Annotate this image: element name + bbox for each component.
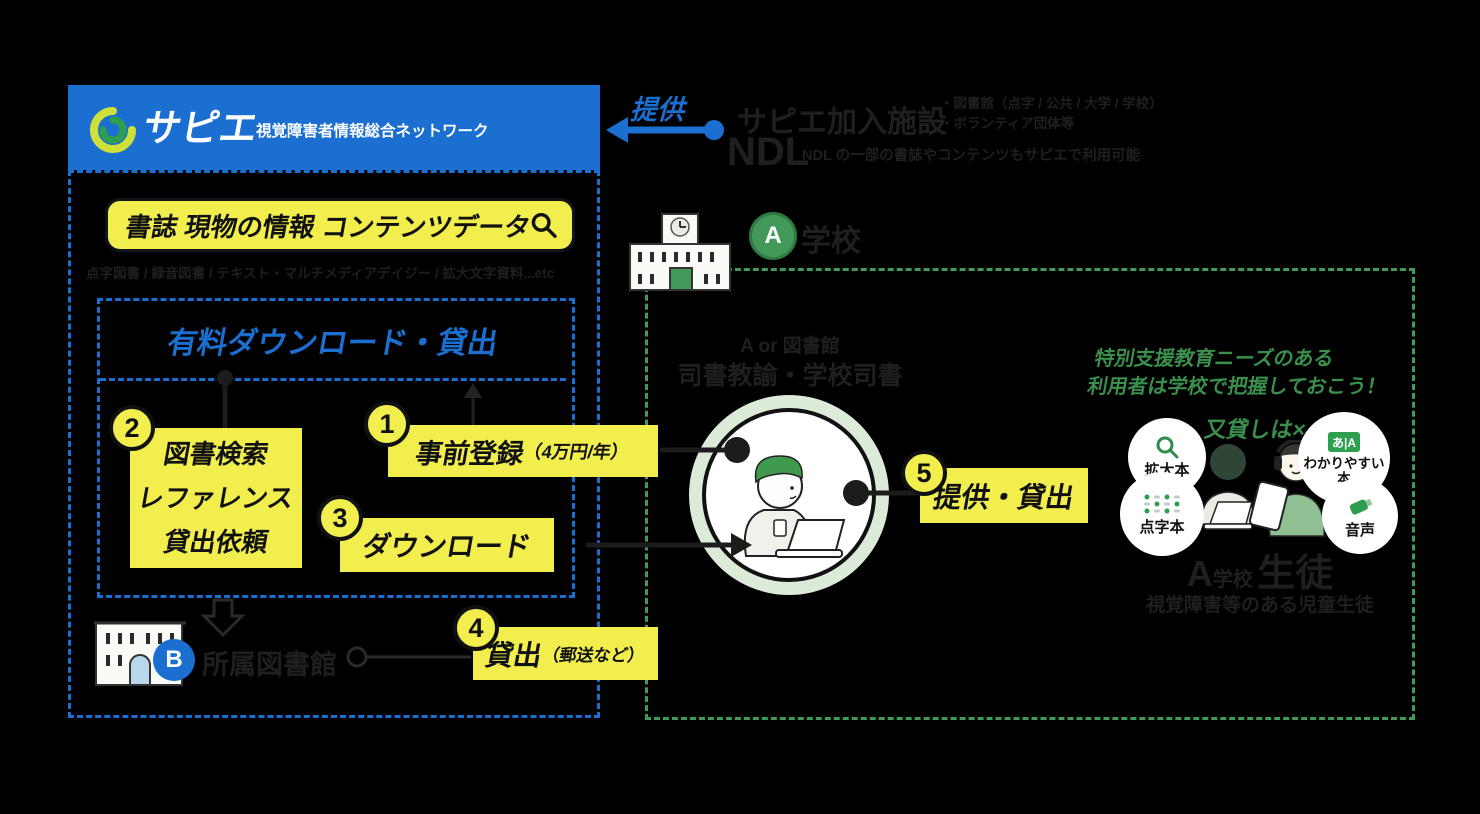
step1-label: 事前登録 <box>413 438 527 469</box>
step5-box: 提供・貸出 <box>920 468 1088 523</box>
step2-number-badge: 2 <box>109 405 155 451</box>
member-facilities-title: サピエ加入施設 <box>737 106 947 139</box>
slogan-line2: 利用者は学校で把握しておこう！ <box>1085 376 1389 398</box>
teikyo-label: 提供 <box>627 95 691 125</box>
search-icon <box>532 212 558 238</box>
step3-number-badge: 3 <box>317 495 363 541</box>
school-area-border <box>645 268 1415 720</box>
step4-sub: （郵送など） <box>540 646 646 665</box>
librarian-person-illustration <box>743 455 846 558</box>
school-a-badge: A <box>749 212 797 260</box>
step4-box: 貸出 （郵送など） <box>473 627 658 680</box>
bubble-audio: 音声 <box>1322 478 1398 554</box>
step1-number-badge: 1 <box>364 401 410 447</box>
member-bullet-2: ・ボランティア団体等 <box>940 116 1075 131</box>
member-bullet-1: ・図書館（点字 / 公共 / 大学 / 学校） <box>940 96 1163 111</box>
school-building-icon <box>629 213 731 291</box>
step1-box: 事前登録 （4万円/年） <box>388 425 658 477</box>
step3-label: ダウンロード <box>359 531 534 562</box>
step2-box: 図書検索 レファレンス 貸出依頼 <box>130 428 302 568</box>
student-with-laptop <box>1201 444 1255 530</box>
librarian-title: 司書教諭・学校司書 <box>677 362 903 390</box>
member-facilities-bullets: ・図書館（点字 / 公共 / 大学 / 学校） ・ボランティア団体等 <box>940 94 1163 134</box>
step2-line2: レファレンス <box>135 483 297 513</box>
students-subtitle: 視覚障害等のある児童生徒 <box>1145 595 1374 616</box>
librarian-laptop <box>775 519 846 558</box>
search-box-label: 書誌 現物の情報 コンテンツデータ <box>123 211 533 242</box>
sapie-network-name: 視覚障害者情報総合ネットワーク <box>256 123 489 140</box>
bubble-braille-book: 点字本 <box>1120 472 1204 556</box>
sapie-header: サピエ 視覚障害者情報総合ネットワーク <box>68 85 600 170</box>
magnifier-icon <box>1156 436 1179 458</box>
ndl-note: NDL の一部の書誌やコンテンツもサピエで利用可能 <box>802 148 1141 164</box>
library-b-badge: B <box>153 639 195 681</box>
step1-sub: （4万円/年） <box>522 442 632 462</box>
slogan-line1: 特別支援教育ニーズのある <box>1092 348 1336 370</box>
step3-box: ダウンロード <box>340 518 554 572</box>
librarian-affiliation: A or 図書館 <box>740 336 840 357</box>
audio-usb-icon <box>1349 498 1373 515</box>
easy-book-icon-text: あ|A <box>1332 436 1356 450</box>
step4-number-badge: 4 <box>453 605 499 651</box>
paid-download-divider <box>100 378 566 381</box>
step2-line3: 貸出依頼 <box>161 527 271 557</box>
step5-label: 提供・貸出 <box>930 481 1077 513</box>
library-b-label: 所属図書館 <box>202 650 337 680</box>
step5-number-badge: 5 <box>901 450 947 496</box>
ndl-title: NDL <box>727 130 810 174</box>
paid-download-title: 有料ダウンロード・貸出 <box>164 327 501 360</box>
sapie-logo-text: サピエ <box>139 108 261 150</box>
students-title: A学校 生徒 <box>1186 553 1334 595</box>
materials-line: 点字図書 / 録音図書 / テキスト・マルチメディアデイジー / 拡大文字資料.… <box>86 266 555 281</box>
sapie-swirl-logo-icon <box>90 107 136 153</box>
braille-icon <box>1144 494 1180 513</box>
easy-book-icon: あ|A <box>1328 432 1360 452</box>
step2-line1: 図書検索 <box>161 439 271 469</box>
search-box: 書誌 現物の情報 コンテンツデータ <box>105 198 575 252</box>
school-label: 学校 <box>801 225 861 258</box>
